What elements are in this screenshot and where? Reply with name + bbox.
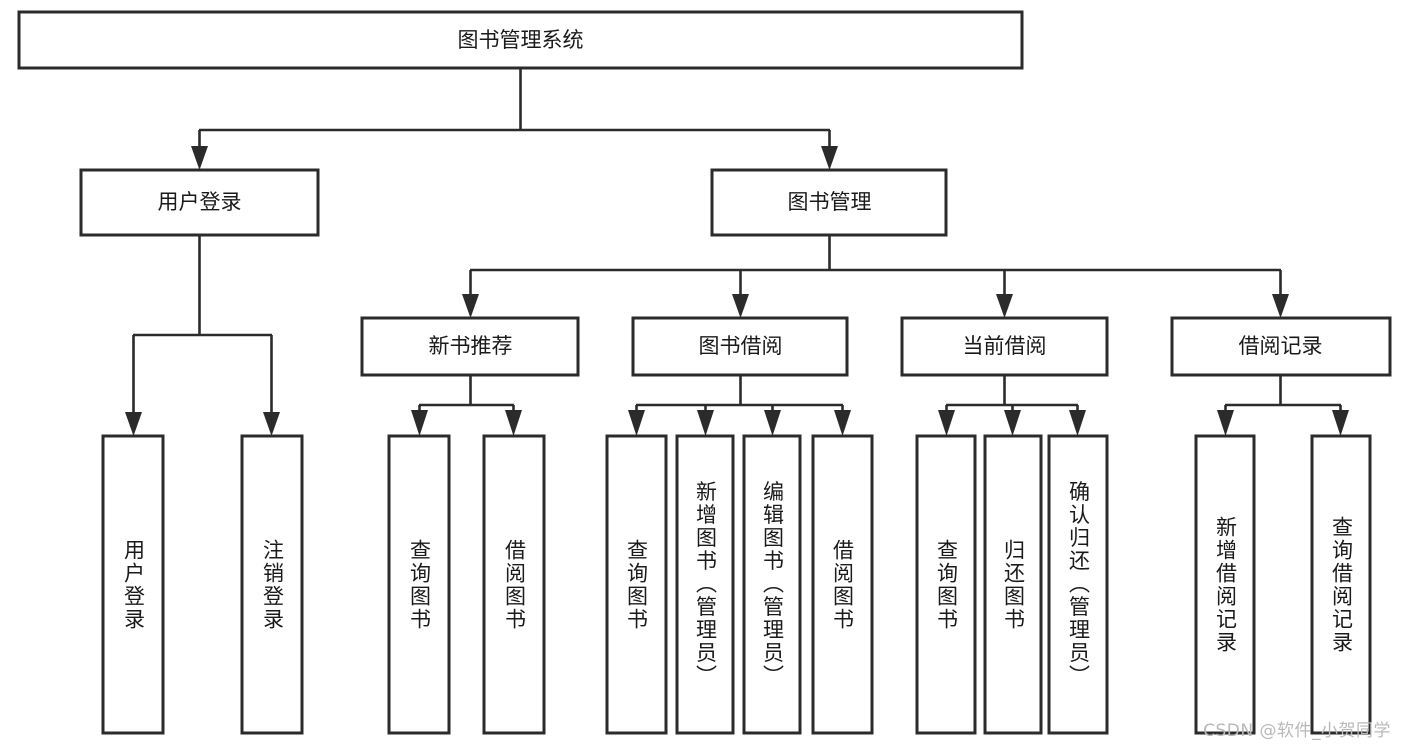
node-leaf-add-record[interactable]: 新增借阅记录 <box>1194 434 1256 735</box>
node-leaf-borrow-book-a-rect[interactable] <box>482 434 546 735</box>
node-new-book-rec-label: 新书推荐 <box>429 334 513 358</box>
node-leaf-add-book-rect[interactable] <box>675 434 735 735</box>
node-leaf-user-login[interactable]: 用户登录 <box>101 434 165 735</box>
node-leaf-query-book-a-rect[interactable] <box>387 434 451 735</box>
node-leaf-query-book-c-label: 查询图书 <box>935 539 959 631</box>
arrowhead-book-borrow <box>732 294 749 318</box>
node-leaf-query-book-c-rect[interactable] <box>915 434 977 735</box>
connector-layer <box>125 68 1349 436</box>
node-leaf-borrow-book-b-label: 借阅图书 <box>831 539 855 631</box>
arrowhead-user-login <box>191 146 208 170</box>
node-leaf-confirm-return[interactable]: 确认归还（管理员） <box>1047 434 1109 735</box>
node-leaf-borrow-book-a-label: 借阅图书 <box>503 539 527 631</box>
node-leaf-confirm-return-label: 确认归还（管理员） <box>1067 481 1091 688</box>
node-user-login[interactable]: 用户登录 <box>79 168 320 237</box>
arrowhead-leaf-query-record <box>1332 410 1349 436</box>
arrowhead-new-book-rec <box>462 294 479 318</box>
node-leaf-borrow-book-a[interactable]: 借阅图书 <box>482 434 546 735</box>
node-leaf-edit-book-rect[interactable] <box>742 434 802 735</box>
node-leaf-edit-book-label: 编辑图书（管理员） <box>761 481 785 688</box>
node-leaf-edit-book[interactable]: 编辑图书（管理员） <box>742 434 802 735</box>
node-leaf-logout[interactable]: 注销登录 <box>240 434 304 735</box>
node-leaf-return-book[interactable]: 归还图书 <box>983 434 1043 735</box>
node-root-label: 图书管理系统 <box>458 28 584 52</box>
node-book-borrow-label: 图书借阅 <box>699 334 783 358</box>
node-book-borrow-rect[interactable] <box>631 316 849 377</box>
arrowhead-leaf-query-book-b <box>628 410 645 436</box>
node-current-borrow-label: 当前借阅 <box>963 334 1047 358</box>
arrowhead-leaf-return-book <box>1004 410 1021 436</box>
node-leaf-query-record[interactable]: 查询借阅记录 <box>1310 434 1372 735</box>
node-current-borrow-rect[interactable] <box>900 316 1109 377</box>
node-leaf-query-record-label: 查询借阅记录 <box>1330 516 1354 654</box>
node-leaf-return-book-label: 归还图书 <box>1002 539 1026 631</box>
node-leaf-logout-rect[interactable] <box>240 434 304 735</box>
node-user-login-label: 用户登录 <box>158 190 242 214</box>
node-user-login-rect[interactable] <box>79 168 320 237</box>
node-leaf-query-book-b-rect[interactable] <box>605 434 668 735</box>
node-root[interactable]: 图书管理系统 <box>17 10 1024 70</box>
node-leaf-query-book-a[interactable]: 查询图书 <box>387 434 451 735</box>
node-leaf-return-book-rect[interactable] <box>983 434 1043 735</box>
node-leaf-query-book-b-label: 查询图书 <box>625 539 649 631</box>
arrowhead-current-borrow <box>996 294 1013 318</box>
node-borrow-record-label: 借阅记录 <box>1239 334 1323 358</box>
node-root-rect[interactable] <box>17 10 1024 70</box>
node-borrow-record[interactable]: 借阅记录 <box>1170 316 1392 377</box>
arrowhead-leaf-query-book-a <box>411 410 428 436</box>
arrowhead-leaf-query-book-c <box>938 410 955 436</box>
node-current-borrow[interactable]: 当前借阅 <box>900 316 1109 377</box>
node-leaf-add-record-rect[interactable] <box>1194 434 1256 735</box>
node-leaf-query-record-rect[interactable] <box>1310 434 1372 735</box>
arrowhead-book-manage <box>821 146 838 170</box>
node-new-book-rec[interactable]: 新书推荐 <box>360 316 580 377</box>
node-new-book-rec-rect[interactable] <box>360 316 580 377</box>
node-leaf-add-book-label: 新增图书（管理员） <box>694 481 718 688</box>
arrowhead-borrow-record <box>1272 294 1289 318</box>
arrowhead-leaf-logout <box>263 412 280 436</box>
node-leaf-logout-label: 注销登录 <box>261 539 285 631</box>
arrowhead-leaf-borrow-book-b <box>834 410 851 436</box>
node-leaf-borrow-book-b-rect[interactable] <box>811 434 874 735</box>
node-leaf-borrow-book-b[interactable]: 借阅图书 <box>811 434 874 735</box>
node-book-borrow[interactable]: 图书借阅 <box>631 316 849 377</box>
arrowhead-leaf-borrow-book-a <box>505 410 522 436</box>
arrowhead-leaf-confirm-return <box>1069 410 1086 436</box>
node-borrow-record-rect[interactable] <box>1170 316 1392 377</box>
node-leaf-query-book-a-label: 查询图书 <box>408 539 432 631</box>
node-leaf-add-book[interactable]: 新增图书（管理员） <box>675 434 735 735</box>
node-leaf-user-login-rect[interactable] <box>101 434 165 735</box>
node-leaf-confirm-return-rect[interactable] <box>1047 434 1109 735</box>
node-book-manage-label: 图书管理 <box>788 190 872 214</box>
node-leaf-query-book-b[interactable]: 查询图书 <box>605 434 668 735</box>
node-leaf-user-login-label: 用户登录 <box>122 539 146 631</box>
arrowhead-leaf-add-record <box>1217 410 1234 436</box>
node-leaf-query-book-c[interactable]: 查询图书 <box>915 434 977 735</box>
node-book-manage[interactable]: 图书管理 <box>710 168 948 237</box>
arrowhead-leaf-edit-book <box>764 410 781 436</box>
arrowhead-leaf-add-book <box>697 410 714 436</box>
node-book-manage-rect[interactable] <box>710 168 948 237</box>
node-leaf-add-record-label: 新增借阅记录 <box>1214 516 1238 654</box>
arrowhead-leaf-user-login <box>125 412 142 436</box>
